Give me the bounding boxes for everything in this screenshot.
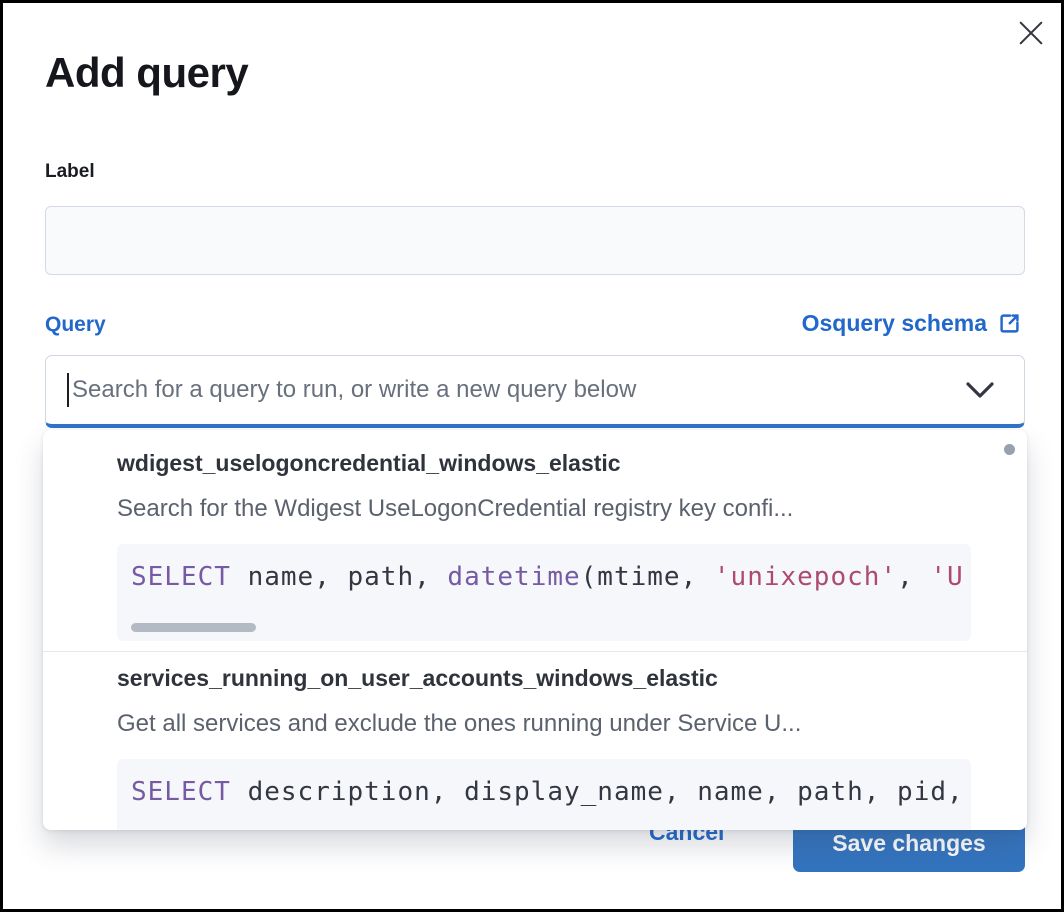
- query-option-title: services_running_on_user_accounts_window…: [117, 665, 718, 691]
- query-option-wdigest[interactable]: wdigest_uselogoncredential_windows_elast…: [117, 448, 971, 641]
- query-combobox[interactable]: [45, 355, 1025, 428]
- query-option-code-preview: SELECT name, path, datetime(mtime, 'unix…: [117, 544, 971, 641]
- sql-code-line: SELECT description, display_name, name, …: [131, 777, 964, 807]
- query-option-code-preview: SELECT description, display_name, name, …: [117, 759, 971, 830]
- query-option-description: Get all services and exclude the ones ru…: [117, 710, 802, 737]
- label-field-label: Label: [45, 161, 95, 182]
- chevron-down-icon[interactable]: [964, 380, 996, 400]
- query-search-input[interactable]: [70, 375, 964, 405]
- close-icon: [1016, 18, 1046, 48]
- vertical-scrollbar-thumb[interactable]: [1004, 444, 1015, 455]
- label-input[interactable]: [45, 206, 1025, 275]
- query-dropdown-panel: wdigest_uselogoncredential_windows_elast…: [43, 430, 1027, 830]
- sql-code-line: SELECT name, path, datetime(mtime, 'unix…: [131, 562, 964, 592]
- query-option-services[interactable]: services_running_on_user_accounts_window…: [117, 663, 971, 830]
- query-field-label: Query: [45, 313, 106, 336]
- page-title: Add query: [45, 49, 249, 96]
- query-option-description: Search for the Wdigest UseLogonCredentia…: [117, 495, 794, 522]
- query-option-title: wdigest_uselogoncredential_windows_elast…: [117, 450, 621, 476]
- horizontal-scrollbar-thumb[interactable]: [131, 623, 256, 632]
- osquery-schema-link[interactable]: Osquery schema: [802, 310, 1021, 337]
- external-link-icon: [998, 312, 1021, 335]
- text-cursor: [67, 373, 69, 407]
- option-divider: [43, 651, 1027, 652]
- osquery-schema-link-label: Osquery schema: [801, 310, 987, 336]
- close-button[interactable]: [1013, 15, 1049, 51]
